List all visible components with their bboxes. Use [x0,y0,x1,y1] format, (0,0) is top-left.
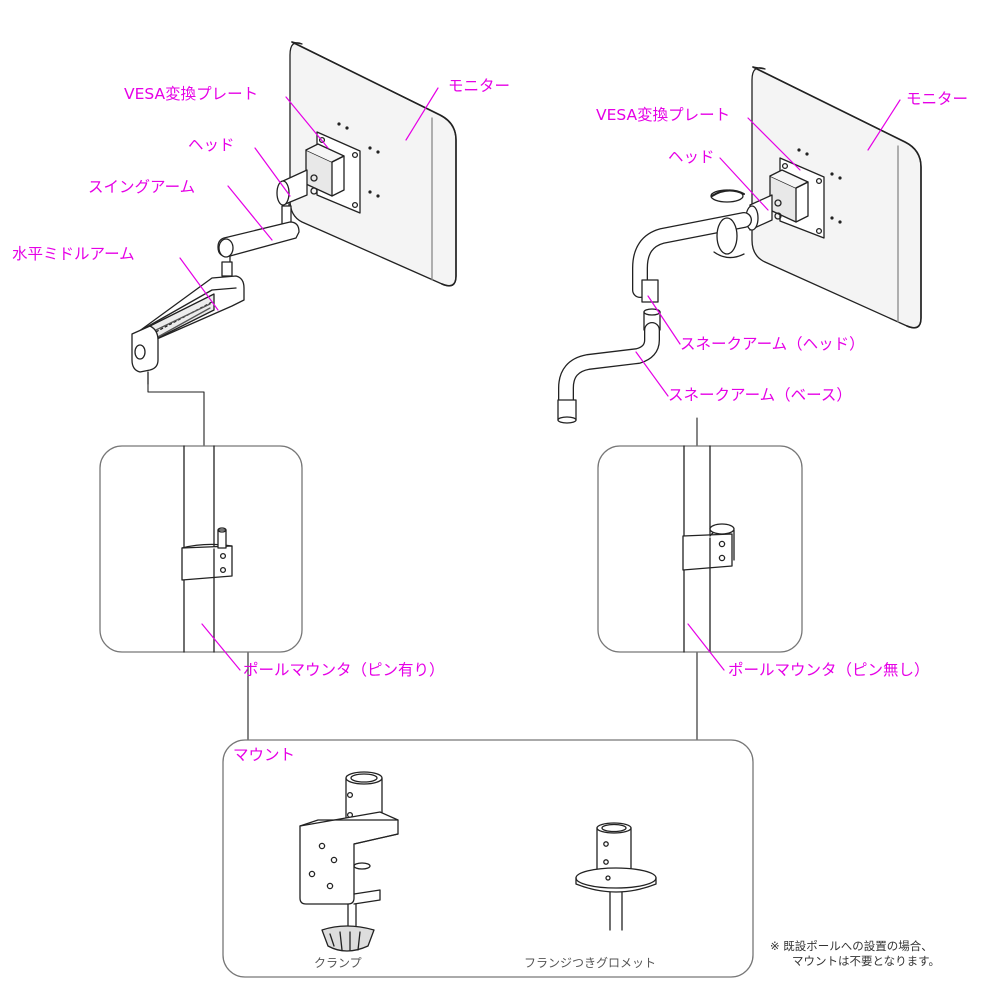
right-monitor-label: モニター [906,90,969,108]
pole-mount-without-pin-label: ポールマウンタ（ピン無し） [728,661,930,679]
left-monitor-label: モニター [448,77,511,95]
right-snake-arm-base-label: スネークアーム（ベース） [668,386,852,404]
right-snake-arm-head [632,212,752,303]
right-snake-arm-head-label: スネークアーム（ヘッド） [680,335,865,353]
note-line-2: マウントは不要となります。 [792,954,941,968]
left-head-label: ヘッド [188,136,235,154]
clamp-caption: クランプ [314,956,362,970]
right-snake-arm-base [557,308,661,424]
right-head-label: ヘッド [668,148,715,166]
grommet-caption: フランジつきグロメット [524,956,657,970]
left-swing-arm [217,205,300,267]
right-vesa-plate [769,157,825,239]
left-vesa-plate [305,131,361,214]
leader-lines [179,87,901,671]
pole-mount-with-pin-label: ポールマウンタ（ピン有り） [243,661,445,679]
pole-mount-without-pin-frame [597,445,803,653]
left-monitor [289,41,457,287]
note-line-1: ※ 既設ポールへの設置の場合、 [770,939,933,953]
pole-mount-with-pin-frame [99,445,303,653]
mount-box-frame [222,739,754,978]
clamp-drawing [299,771,399,952]
left-vesa-plate-label: VESA変換プレート [124,85,259,103]
left-swing-arm-label: スイングアーム [88,178,196,196]
mount-box-title: マウント [233,746,296,764]
right-head [710,189,782,259]
connector-lines [147,383,698,741]
right-vesa-plate-label: VESA変換プレート [596,106,731,124]
left-horizontal-middle-arm [131,261,245,385]
pole-mounter-without-pin [682,445,735,653]
pole-mounter-with-pin [181,445,233,653]
grommet-drawing [575,822,657,931]
left-horizontal-middle-arm-label: 水平ミドルアーム [12,245,135,263]
